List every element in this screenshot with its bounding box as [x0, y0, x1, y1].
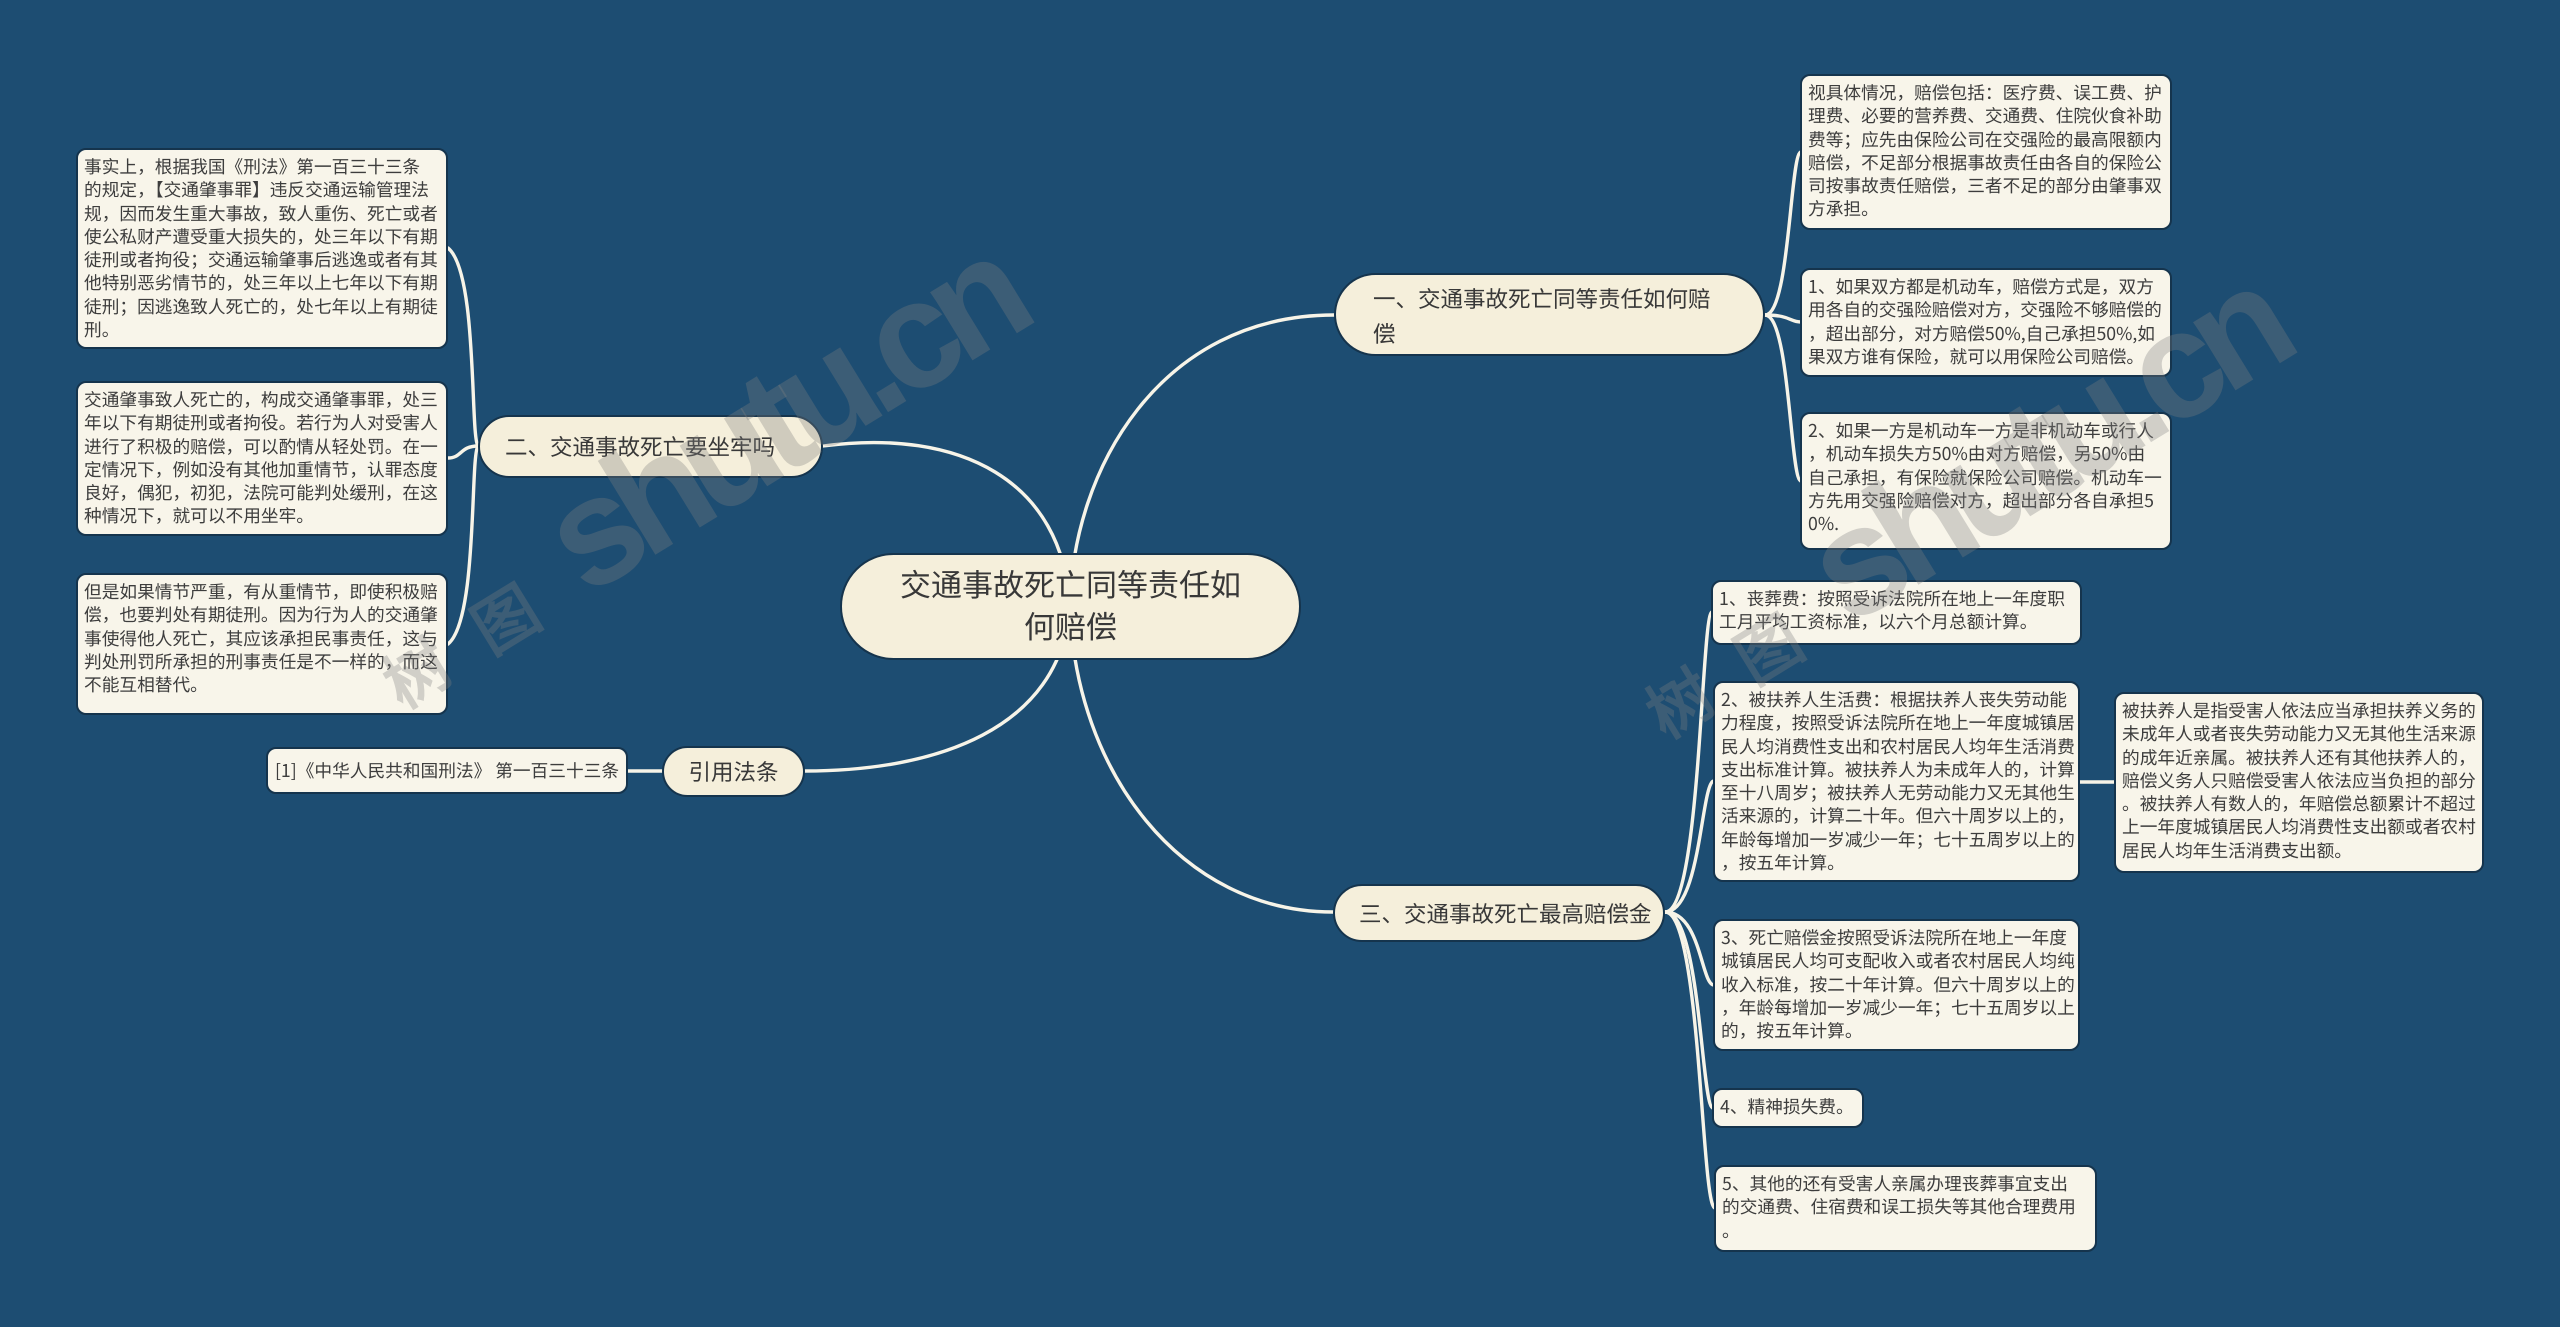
svg-text:树图shutu.cn: 树图shutu.cn: [1593, 235, 2315, 768]
svg-text:树图shutu.cn: 树图shutu.cn: [330, 205, 1052, 738]
